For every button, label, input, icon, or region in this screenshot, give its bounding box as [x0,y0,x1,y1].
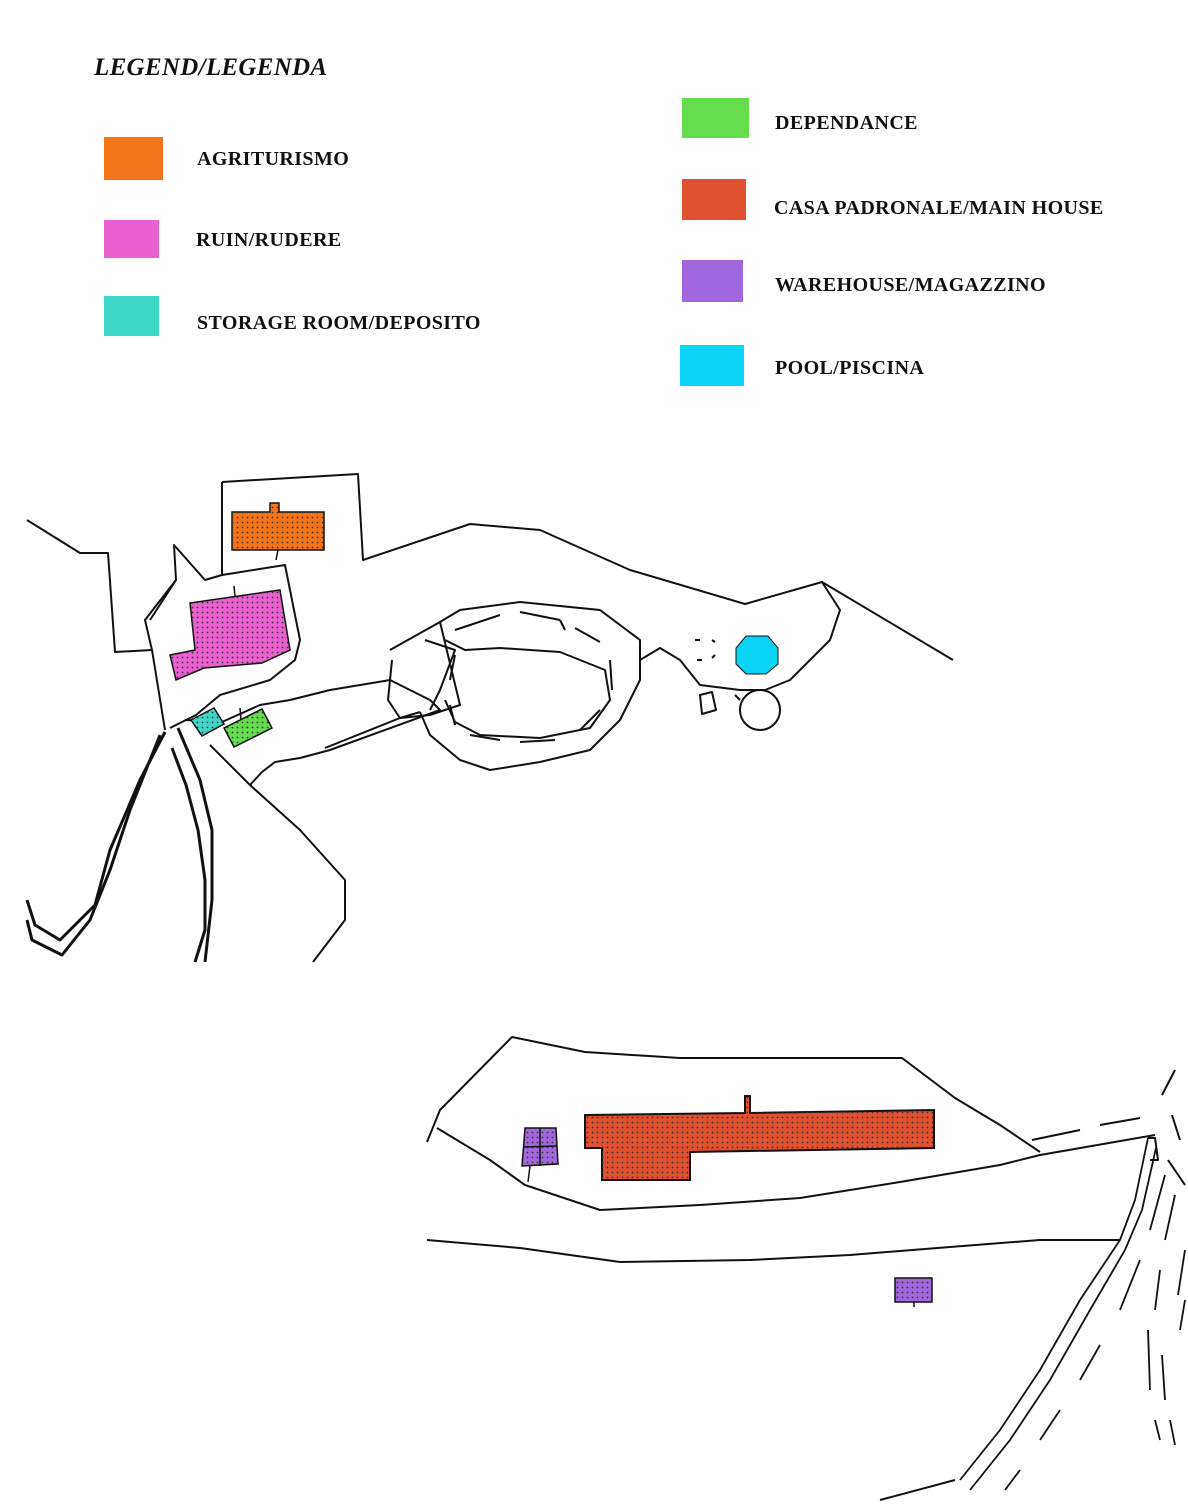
lower-road [959,1137,1186,1491]
pool [735,635,779,675]
legend-item-agriturismo: AGRITURISMO [104,137,404,181]
legend-label-main-house: CASA PADRONALE/MAIN HOUSE [774,197,1104,219]
legend-swatch-pool [680,345,744,386]
legend-label-agriturismo: AGRITURISMO [197,148,350,170]
legend-label-dependance: DEPENDANCE [775,112,918,134]
legend-item-main-house: CASA PADRONALE/MAIN HOUSE [682,179,1162,223]
legend-swatch-warehouse [682,260,743,302]
legend-swatch-storage [104,296,159,336]
building-storage [189,707,226,737]
legend-item-ruin: RUIN/RUDERE [104,220,404,264]
legend-title: LEGEND/LEGENDA [94,54,328,81]
lower-site-outline [426,1036,1186,1501]
legend-item-storage: STORAGE ROOM/DEPOSITO [104,296,544,340]
building-agriturismo [231,502,325,561]
legend-label-storage: STORAGE ROOM/DEPOSITO [197,312,481,334]
building-warehouse-1 [521,1127,559,1183]
upper-road [25,727,214,963]
building-ruin [169,585,291,682]
legend-swatch-dependance [682,98,749,138]
legend-item-pool: POOL/PISCINA [680,345,980,389]
legend-swatch-ruin [104,220,159,258]
legend-label-ruin: RUIN/RUDERE [196,229,342,251]
legend-label-pool: POOL/PISCINA [775,357,925,379]
upper-site-outline [26,473,954,963]
legend-item-warehouse: WAREHOUSE/MAGAZZINO [682,260,1102,304]
building-warehouse-2 [894,1277,933,1307]
legend-item-dependance: DEPENDANCE [682,98,982,142]
legend-swatch-main-house [682,179,746,220]
building-main-house [584,1095,935,1181]
building-dependance [222,707,274,748]
legend-label-warehouse: WAREHOUSE/MAGAZZINO [775,274,1046,296]
legend-swatch-agriturismo [104,137,163,180]
